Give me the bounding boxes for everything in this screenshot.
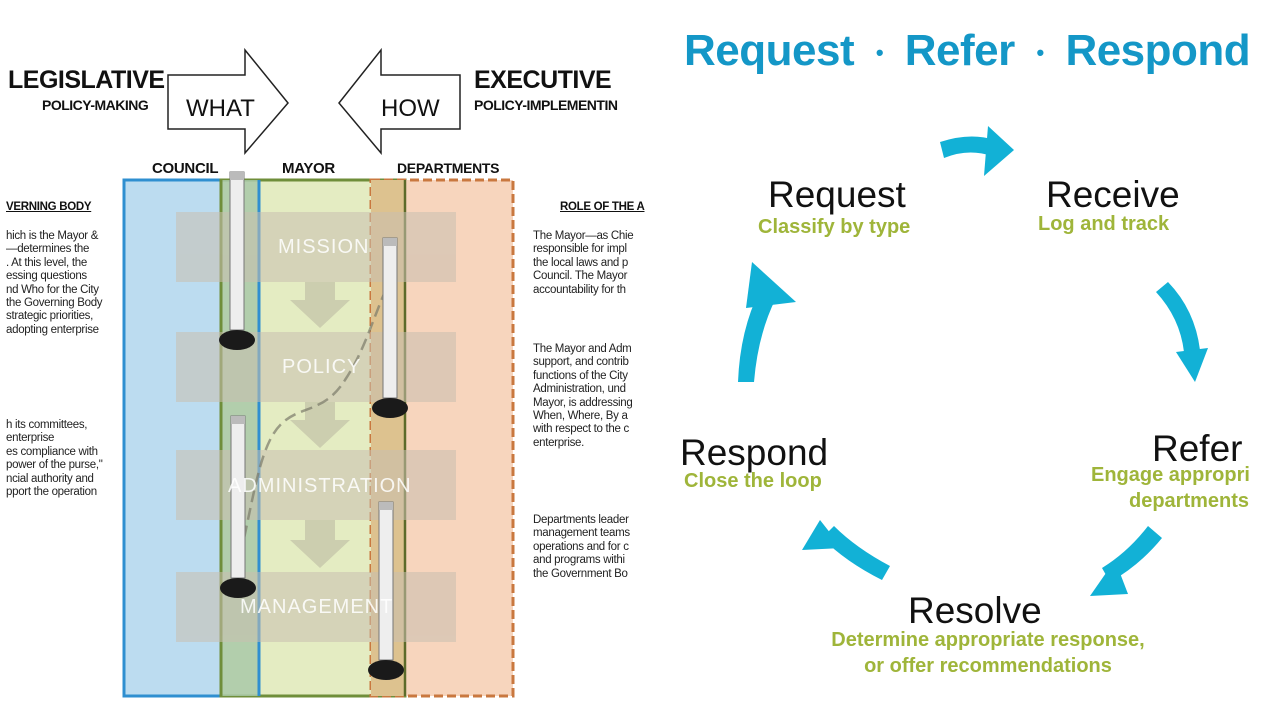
departments-label: DEPARTMENTS	[397, 160, 500, 176]
governance-diagram: LEGISLATIVE POLICY-MAKING EXECUTIVE POLI…	[6, 47, 645, 698]
what-arrow-label: WHAT	[186, 95, 255, 122]
left-side-text-1: hich is the Mayor & —determines the . At…	[6, 230, 103, 336]
executive-title: EXECUTIVE	[474, 66, 612, 94]
node-resolve-label: Resolve	[908, 590, 1042, 631]
node-resolve-sub-1: Determine appropriate response,	[831, 629, 1145, 651]
node-respond-sub: Close the loop	[684, 470, 822, 492]
legislative-title: LEGISLATIVE	[8, 66, 165, 94]
left-side-heading: VERNING BODY	[6, 201, 92, 213]
stage-management: MANAGEMENT	[240, 596, 394, 618]
arrow-resolve-to-respond	[802, 520, 890, 580]
stage-administration: ADMINISTRATION	[228, 475, 412, 497]
cycle-title: Request • Refer • Respond	[684, 26, 1251, 76]
node-refer-sub-1: Engage appropri	[1091, 464, 1250, 486]
bollard-posts	[219, 171, 408, 680]
node-receive-label: Receive	[1046, 174, 1180, 215]
how-arrow-label: HOW	[381, 95, 440, 122]
node-refer-label: Refer	[1152, 428, 1243, 469]
stage-mission: MISSION	[278, 236, 370, 258]
how-arrow-shape	[338, 47, 461, 155]
column-boxes	[122, 171, 515, 698]
arrow-request-to-receive	[940, 126, 1014, 176]
arrow-receive-to-refer	[1156, 282, 1208, 382]
what-arrow-shape	[167, 47, 289, 155]
title-refer: Refer	[904, 26, 1016, 75]
left-side-text-2: h its committees, enterprise es complian…	[6, 419, 103, 499]
stage-policy: POLICY	[282, 356, 362, 378]
arrow-respond-to-request	[738, 262, 796, 382]
title-request: Request	[684, 26, 855, 75]
legislative-subtitle: POLICY-MAKING	[42, 97, 149, 113]
node-respond-label: Respond	[680, 432, 829, 473]
right-side-text-3: Departments leader management teams oper…	[533, 514, 630, 580]
node-request-sub: Classify by type	[758, 216, 911, 238]
node-receive-sub: Log and track	[1038, 213, 1170, 235]
right-side-text-2: The Mayor and Adm support, and contrib f…	[533, 343, 633, 449]
mayor-label: MAYOR	[282, 160, 335, 177]
right-side-heading: ROLE OF THE A	[560, 201, 645, 213]
node-resolve-sub-2: or offer recommendations	[864, 655, 1112, 677]
node-refer-sub-2: departments	[1129, 490, 1250, 512]
title-separator-2: •	[1036, 40, 1045, 66]
executive-subtitle: POLICY-IMPLEMENTIN	[474, 97, 618, 113]
cycle-arrows	[738, 126, 1208, 596]
council-label: COUNCIL	[152, 160, 219, 177]
right-side-text-1: The Mayor—as Chie responsible for impl t…	[533, 230, 634, 296]
title-respond: Respond	[1065, 26, 1251, 75]
node-request-label: Request	[768, 174, 906, 215]
title-separator-1: •	[875, 40, 884, 66]
request-cycle-diagram: Request • Refer • Respond	[650, 0, 1280, 720]
arrow-refer-to-resolve	[1090, 526, 1162, 596]
